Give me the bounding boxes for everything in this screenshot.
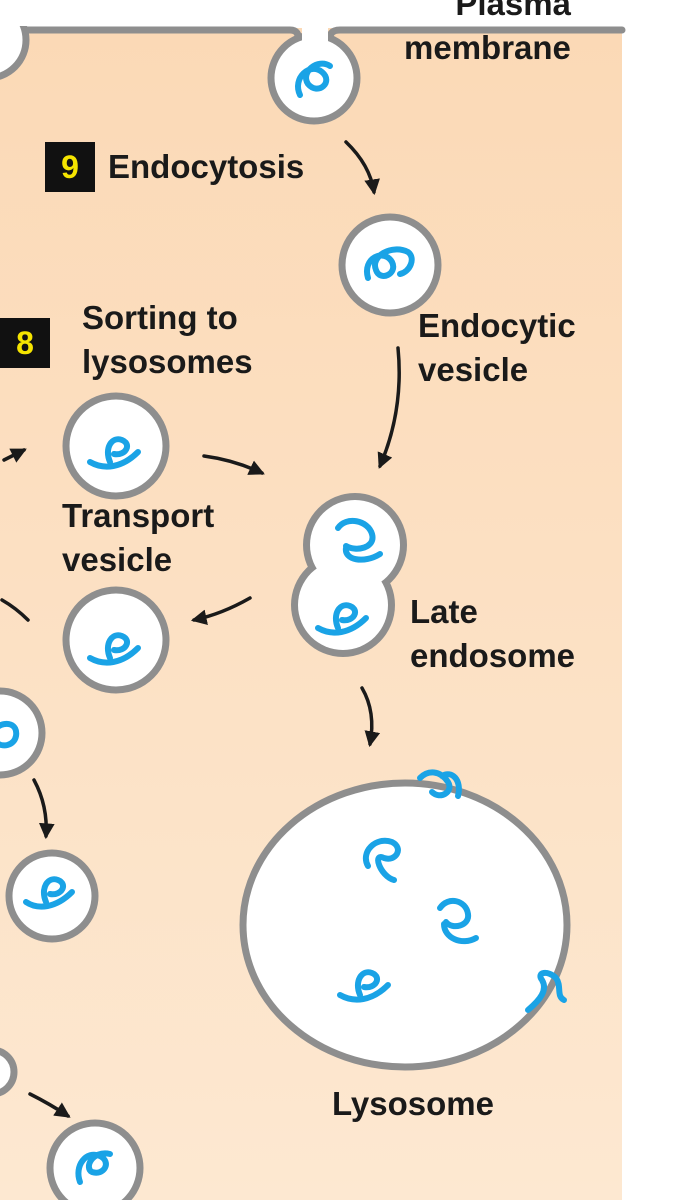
label-transport-vesicle: Transport vesicle <box>62 497 215 578</box>
arrow-left-line <box>0 598 30 622</box>
protein-squiggle <box>87 436 141 470</box>
protein-squiggle <box>315 602 369 636</box>
label-plasma-membrane: Plasma membrane <box>404 0 571 66</box>
left-vesicle-1 <box>0 687 46 779</box>
protein-squiggle <box>364 246 415 281</box>
protein-squiggle <box>417 769 462 799</box>
arrow-to-late-endosome <box>377 346 401 469</box>
left-vesicle-3 <box>0 1047 18 1097</box>
label-lysosome: Lysosome <box>332 1085 495 1122</box>
protein-squiggle <box>295 60 333 98</box>
protein-squiggle <box>87 632 141 666</box>
label-late-endosome: Late endosome <box>410 593 576 674</box>
step-9-badge: 9 <box>45 142 95 192</box>
arrow-transport-to-endosome <box>202 454 265 475</box>
protein-squiggle <box>437 897 479 945</box>
label-endocytosis: Endocytosis <box>108 148 305 185</box>
transport-vesicle-top <box>62 392 170 500</box>
arrow-to-lysosome <box>360 686 381 748</box>
arrow-endosome-to-transport <box>190 596 252 626</box>
protein-squiggle <box>23 876 75 910</box>
step-8-badge: 8 <box>0 318 50 368</box>
arrow-endocytosis <box>344 140 380 196</box>
arrow-left-3 <box>28 1092 71 1118</box>
protein-squiggle <box>335 517 383 563</box>
left-vesicle-4 <box>46 1119 144 1200</box>
lysosome <box>239 779 571 1071</box>
transport-vesicle-bottom <box>62 586 170 694</box>
label-endocytic-vesicle: Endocytic vesicle <box>418 307 576 388</box>
protein-squiggle <box>337 969 391 1003</box>
protein-squiggle <box>75 1150 113 1185</box>
arrow-left-1 <box>2 448 27 463</box>
label-sorting-to-lysosomes: Sorting to lysosomes <box>82 299 253 380</box>
arrow-left-2 <box>32 778 55 840</box>
protein-squiggle <box>363 837 401 883</box>
protein-squiggle <box>525 970 567 1013</box>
protein-squiggle <box>0 720 20 749</box>
